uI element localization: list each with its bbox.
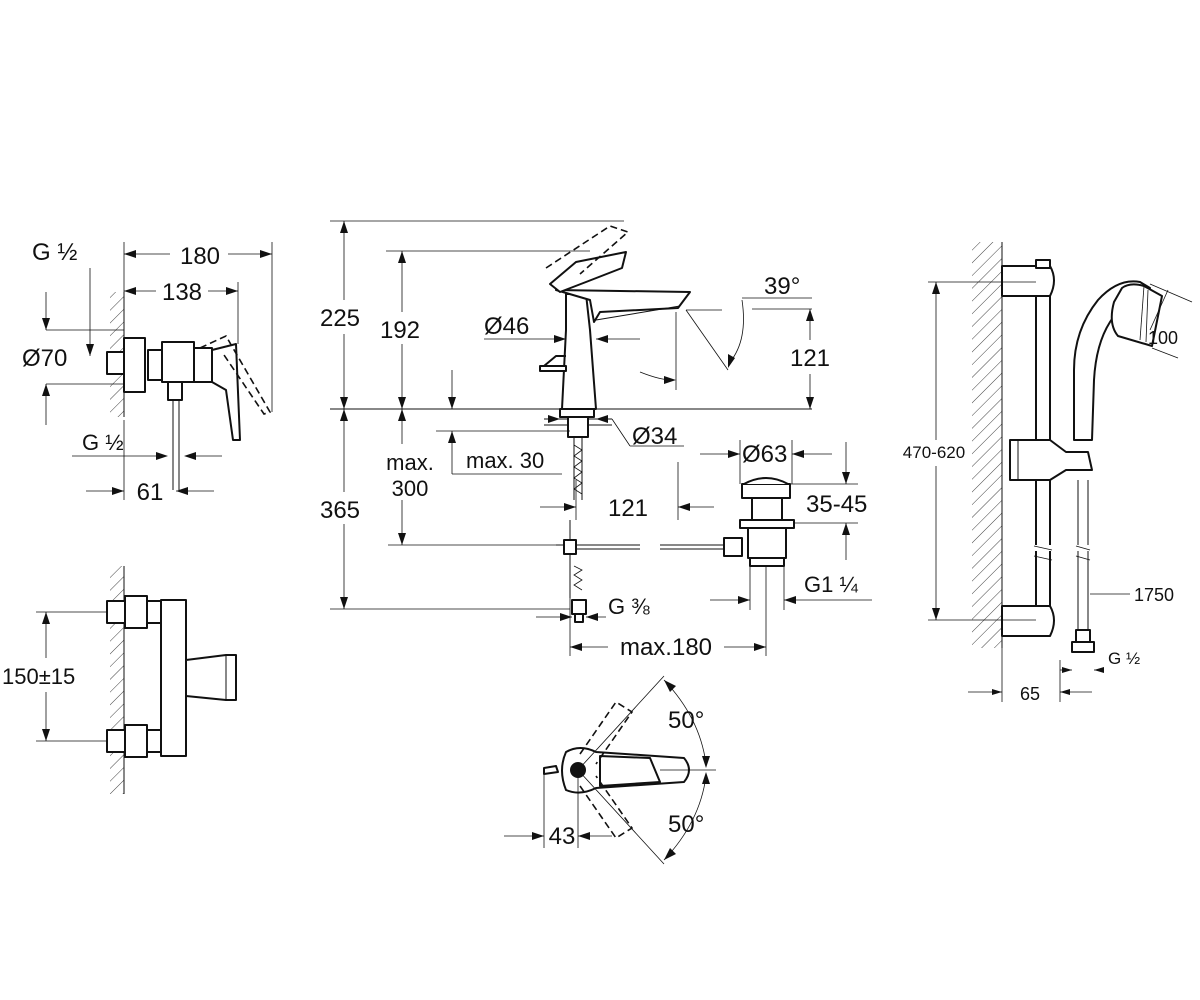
body-nut: [147, 349, 163, 381]
dim-39-deg: 39°: [764, 273, 800, 300]
rail-top-bracket: [1001, 265, 1055, 297]
wall-nut: [106, 351, 125, 375]
dim-138: 138: [162, 279, 202, 306]
dim-225: 225: [320, 305, 360, 332]
dim-max-180: max.180: [620, 634, 712, 661]
shower-mixer-side-view: 180 138 G ½ Ø70 G ½ 61: [22, 239, 273, 506]
lever-open-position: [199, 334, 272, 415]
dim-max-30: max. 30: [466, 448, 544, 473]
hand-shower: [1073, 280, 1151, 441]
waste-body: [751, 497, 783, 521]
label-g-half-top: G ½: [32, 239, 77, 266]
cover-plate: [123, 337, 146, 393]
dim-1750: 1750: [1134, 585, 1174, 605]
mixer-cap: [193, 347, 213, 383]
dim-121-vertical: 121: [790, 345, 830, 372]
wall-hatch-set: [972, 242, 1002, 648]
waste-elbow: [723, 537, 743, 557]
dim-150-15: 150±15: [2, 664, 75, 689]
dim-g1-quarter: G1 ¼: [804, 572, 858, 597]
hose-nut: [1071, 641, 1095, 653]
dim-300: 300: [392, 476, 429, 501]
dim-192: 192: [380, 317, 420, 344]
basin-lever-open: [545, 225, 630, 275]
dim-d63: Ø63: [742, 441, 787, 468]
dim-470-620: 470-620: [903, 443, 965, 462]
dim-65: 65: [1020, 684, 1040, 704]
dim-365: 365: [320, 497, 360, 524]
dim-max-label: max.: [386, 450, 434, 475]
mixer-body-front: [160, 599, 187, 757]
lower-eccentric: [124, 724, 148, 758]
dim-61: 61: [137, 479, 164, 506]
outlet-stub: [167, 381, 183, 401]
dim-43: 43: [549, 823, 576, 850]
rail-bottom-bracket: [1001, 605, 1055, 637]
shower-set: 470-620 100 1750 G ½ 65: [903, 242, 1193, 704]
dim-121-horizontal: 121: [608, 495, 648, 522]
basin-mixer-side-view: 225 192 Ø46 39° 121: [320, 220, 872, 661]
dim-d70: Ø70: [22, 345, 67, 372]
basin-body: [561, 293, 597, 410]
top-view-lever-right: [579, 775, 634, 840]
dim-set-g-half: G ½: [1108, 649, 1140, 668]
spout-front: [185, 654, 237, 701]
top-view-lever-left: [579, 700, 634, 765]
dim-50-deg-top: 50°: [668, 707, 704, 734]
mixer-body: [161, 341, 195, 383]
basin-spout: [555, 289, 691, 323]
basin-lever: [549, 251, 627, 293]
label-g-half-bottom: G ½: [82, 430, 124, 455]
rail-slider: [1009, 439, 1093, 481]
dim-d46: Ø46: [484, 313, 529, 340]
shower-head: [1110, 283, 1163, 347]
dim-d34: Ø34: [632, 423, 677, 450]
waste-plug: [741, 483, 791, 499]
shower-mixer-front-view: 150±15: [2, 566, 237, 794]
dim-180: 180: [180, 243, 220, 270]
upper-eccentric: [124, 595, 148, 629]
basin-mixer-top-view: 50° 50° 43: [504, 675, 716, 865]
dim-35-45: 35-45: [806, 491, 867, 518]
dim-100: 100: [1148, 328, 1178, 348]
dim-g-three-eighths: G ⅜: [608, 594, 650, 619]
dim-50-deg-bottom: 50°: [668, 811, 704, 838]
